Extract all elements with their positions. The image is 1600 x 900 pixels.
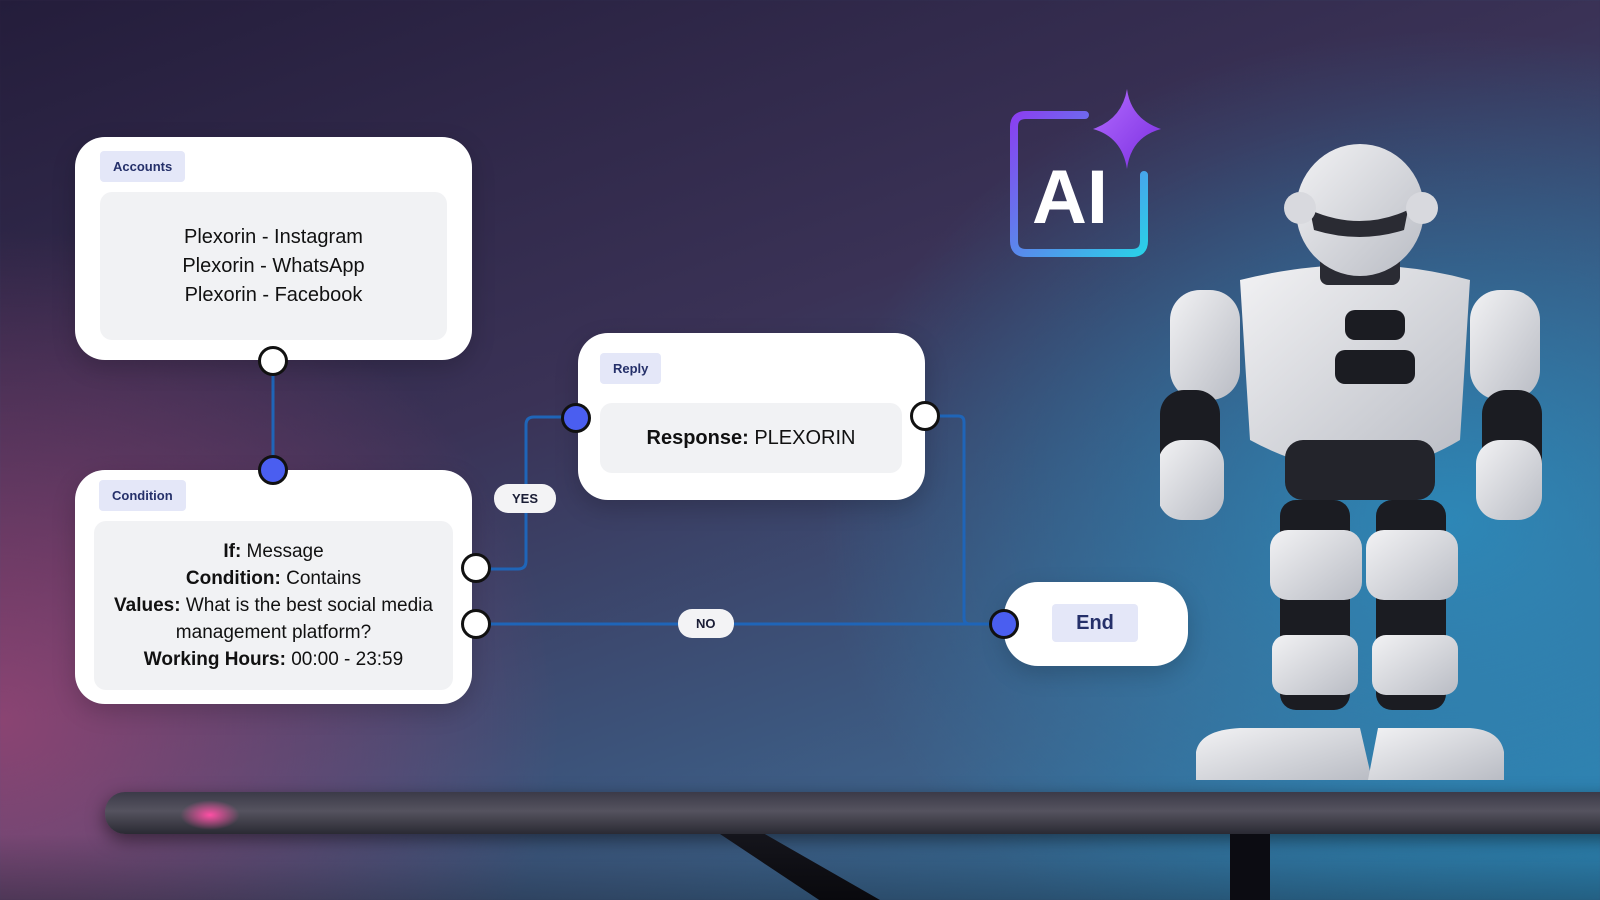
condition-hours-row: Working Hours: 00:00 - 23:59 [144, 646, 403, 673]
row-label: Condition: [185, 568, 281, 589]
condition-input-port[interactable] [258, 455, 288, 485]
condition-condition-row: Condition: Contains [186, 565, 361, 592]
reply-input-port[interactable] [561, 403, 591, 433]
account-item: Plexorin - Facebook [184, 283, 363, 306]
condition-node[interactable]: Condition If: Message Condition: Contain… [75, 470, 472, 704]
accounts-tag: Accounts [100, 151, 186, 182]
row-label: If: [223, 541, 242, 562]
row-value: What is the best social media management… [175, 595, 433, 643]
no-edge-label: NO [678, 609, 734, 638]
account-item: Plexorin - WhatsApp [182, 254, 365, 277]
accounts-output-port[interactable] [258, 346, 288, 376]
edge-reply-to-end [925, 414, 1004, 626]
account-item: Plexorin - Instagram [184, 225, 363, 248]
row-value: Contains [280, 568, 362, 589]
row-label: Working Hours: [143, 649, 286, 670]
end-label[interactable]: End [1052, 604, 1138, 642]
yes-edge-label: YES [494, 484, 557, 513]
reply-node[interactable]: Reply Response: PLEXORIN [578, 333, 925, 500]
row-value: 00:00 - 23:59 [285, 649, 404, 670]
condition-values-row: Values: What is the best social media ma… [94, 592, 453, 646]
table-surface [105, 792, 1600, 834]
condition-yes-port[interactable] [461, 553, 491, 583]
sparkle-icon [1093, 89, 1161, 169]
ai-logo-text: AI [1032, 155, 1108, 240]
response-text: Response: PLEXORIN [647, 424, 856, 453]
table-leg-right [1230, 834, 1270, 900]
ai-logo-frame [1010, 111, 1148, 257]
reply-tag: Reply [600, 353, 662, 384]
response-value: PLEXORIN [748, 426, 856, 449]
robot-illustration [1160, 144, 1542, 780]
condition-no-port[interactable] [461, 609, 491, 639]
reply-response: Response: PLEXORIN [600, 403, 902, 473]
accounts-node[interactable]: Accounts Plexorin - Instagram Plexorin -… [75, 137, 472, 360]
accounts-list: Plexorin - Instagram Plexorin - WhatsApp… [100, 192, 447, 340]
condition-details: If: Message Condition: Contains Values: … [94, 521, 453, 690]
condition-tag: Condition [99, 480, 186, 511]
row-label: Values: [114, 595, 181, 616]
response-label: Response: [646, 426, 749, 449]
table-light-reflection [180, 800, 240, 830]
reply-output-port[interactable] [910, 401, 940, 431]
condition-if-row: If: Message [223, 538, 323, 565]
row-value: Message [241, 541, 324, 562]
ai-logo: AI [1010, 89, 1161, 257]
end-input-port[interactable] [989, 609, 1019, 639]
